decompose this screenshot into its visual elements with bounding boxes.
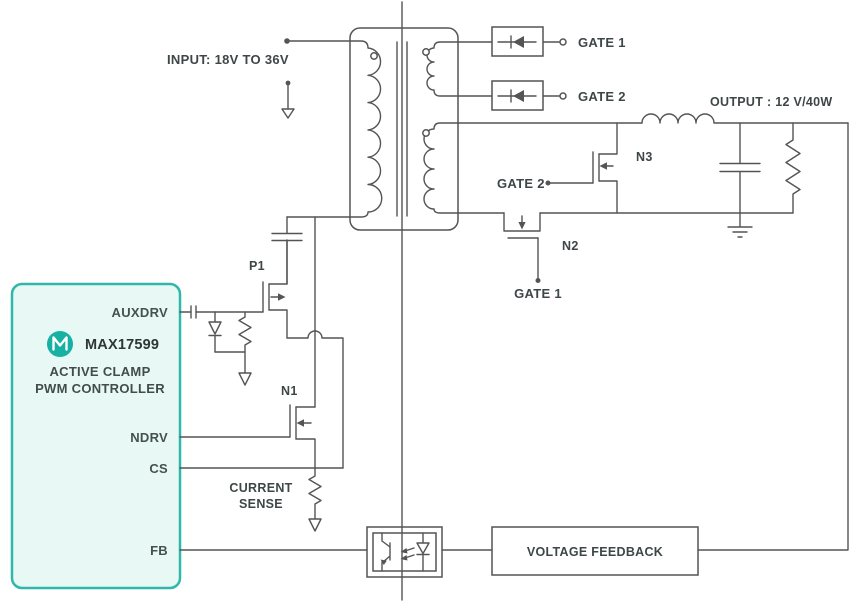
primary-phase-dot xyxy=(370,52,378,60)
gate1-terminal-dot xyxy=(559,38,567,46)
current-sense-label-line1: CURRENT xyxy=(229,481,292,495)
output-filter: OUTPUT : 12 V/40W xyxy=(539,95,849,238)
n3-drain-stub xyxy=(598,122,618,155)
sense-resistor-icon xyxy=(308,467,322,520)
input-polarity-arrow-icon xyxy=(281,108,295,119)
gate2-terminal-dot xyxy=(559,92,567,100)
mosfet-n3: GATE 2 N3 xyxy=(497,122,653,214)
transformer xyxy=(286,27,643,231)
controller-block: MAX17599 ACTIVE CLAMP PWM CONTROLLER AUX… xyxy=(10,282,182,590)
aux-secondary-winding xyxy=(426,41,493,97)
n3-label: N3 xyxy=(636,150,653,164)
n2-channel-and-stubs xyxy=(503,212,541,232)
p1-label: P1 xyxy=(249,259,265,273)
ground-arrow-icon xyxy=(308,518,322,532)
diode-icon xyxy=(513,90,524,102)
diode-icon xyxy=(513,36,524,48)
transformer-outline xyxy=(349,27,459,231)
pin-fb: FB xyxy=(150,543,168,558)
n3-source-stub xyxy=(598,180,618,214)
clamp-capacitor-icon xyxy=(271,216,303,285)
max17599-block xyxy=(10,282,182,590)
light-arrow-icon xyxy=(400,548,408,554)
optocoupler xyxy=(366,526,443,578)
output-inductor-icon xyxy=(641,113,849,124)
voltage-feedback-label: VOLTAGE FEEDBACK xyxy=(527,545,663,559)
n3-arrow-icon xyxy=(599,162,607,170)
main-secondary-phase-dot xyxy=(422,129,430,137)
maxim-logo-m-glyph xyxy=(52,336,68,351)
primary-winding xyxy=(286,40,383,218)
feedback-right-wire xyxy=(697,122,849,551)
output-label: OUTPUT : 12 V/40W xyxy=(710,95,832,109)
gate2-top-label: GATE 2 xyxy=(578,89,626,104)
n1-source-stub xyxy=(295,438,316,469)
auxdrv-network xyxy=(179,305,264,386)
p1-arrow-icon xyxy=(278,293,286,301)
feedback-path xyxy=(179,122,849,551)
mosfet-n2: GATE 1 N2 xyxy=(503,212,579,301)
pin-auxdrv: AUXDRV xyxy=(112,305,168,320)
mosfet-n1: N1 xyxy=(179,384,316,469)
ground-arrow-icon xyxy=(238,372,252,386)
block-title-line2: PWM CONTROLLER xyxy=(35,381,165,396)
output-capacitor-icon xyxy=(719,122,761,227)
gate1-drive-dot xyxy=(535,278,541,283)
optocoupler-inner-box xyxy=(372,532,437,572)
input-return-dot xyxy=(285,80,291,86)
pin-cs: CS xyxy=(149,461,168,476)
optocoupler-outer-box xyxy=(366,526,443,578)
led-cathode-lead xyxy=(416,553,430,572)
led-diode-icon xyxy=(416,542,430,555)
pin-ndrv: NDRV xyxy=(130,430,168,445)
p1-source-stub xyxy=(268,239,288,285)
aux-secondary-phase-dot xyxy=(422,48,430,56)
gate2-drive-dot xyxy=(545,180,551,186)
ground-stem xyxy=(214,351,246,374)
p1-drain-stub xyxy=(268,309,288,339)
gate1-top-label: GATE 1 xyxy=(578,35,626,50)
voltage-feedback-box xyxy=(491,526,699,576)
block-title-line1: ACTIVE CLAMP xyxy=(49,364,150,379)
light-arrow-icon xyxy=(400,555,408,561)
n1-label: N1 xyxy=(281,384,298,398)
voltage-feedback-block: VOLTAGE FEEDBACK xyxy=(491,526,699,576)
gate-drive-block-2: GATE 2 xyxy=(491,80,626,111)
gate-diode-cathode xyxy=(208,334,222,353)
earth-ground-icon xyxy=(727,226,753,238)
gate2-mid-label: GATE 2 xyxy=(497,176,545,191)
load-resistor-icon xyxy=(785,122,801,214)
current-sense-label-line2: SENSE xyxy=(239,497,283,511)
phototransistor-emitter-arrow xyxy=(380,559,387,565)
clamp-return-wire-with-hop xyxy=(286,330,344,469)
n1-arrow-icon xyxy=(296,419,304,427)
gate-drive-block-1: GATE 1 xyxy=(491,26,626,57)
n2-label: N2 xyxy=(562,239,579,253)
gate-diode-icon xyxy=(208,321,222,335)
gate1-bottom-label: GATE 1 xyxy=(514,286,562,301)
coupling-capacitor-icon xyxy=(190,305,197,319)
mosfet-p1: P1 xyxy=(249,239,288,339)
gate-resistor-icon xyxy=(238,311,252,353)
input-label: INPUT: 18V TO 36V xyxy=(167,52,289,67)
clamp-network xyxy=(271,216,344,469)
phototransistor-icon xyxy=(381,532,391,572)
input-node-dot xyxy=(284,38,290,44)
input-terminal: INPUT: 18V TO 36V xyxy=(167,38,295,119)
main-secondary-winding xyxy=(423,122,643,214)
part-number: MAX17599 xyxy=(85,337,159,353)
current-sense: CURRENT SENSE xyxy=(179,467,344,532)
n2-arrow-icon xyxy=(518,222,526,230)
